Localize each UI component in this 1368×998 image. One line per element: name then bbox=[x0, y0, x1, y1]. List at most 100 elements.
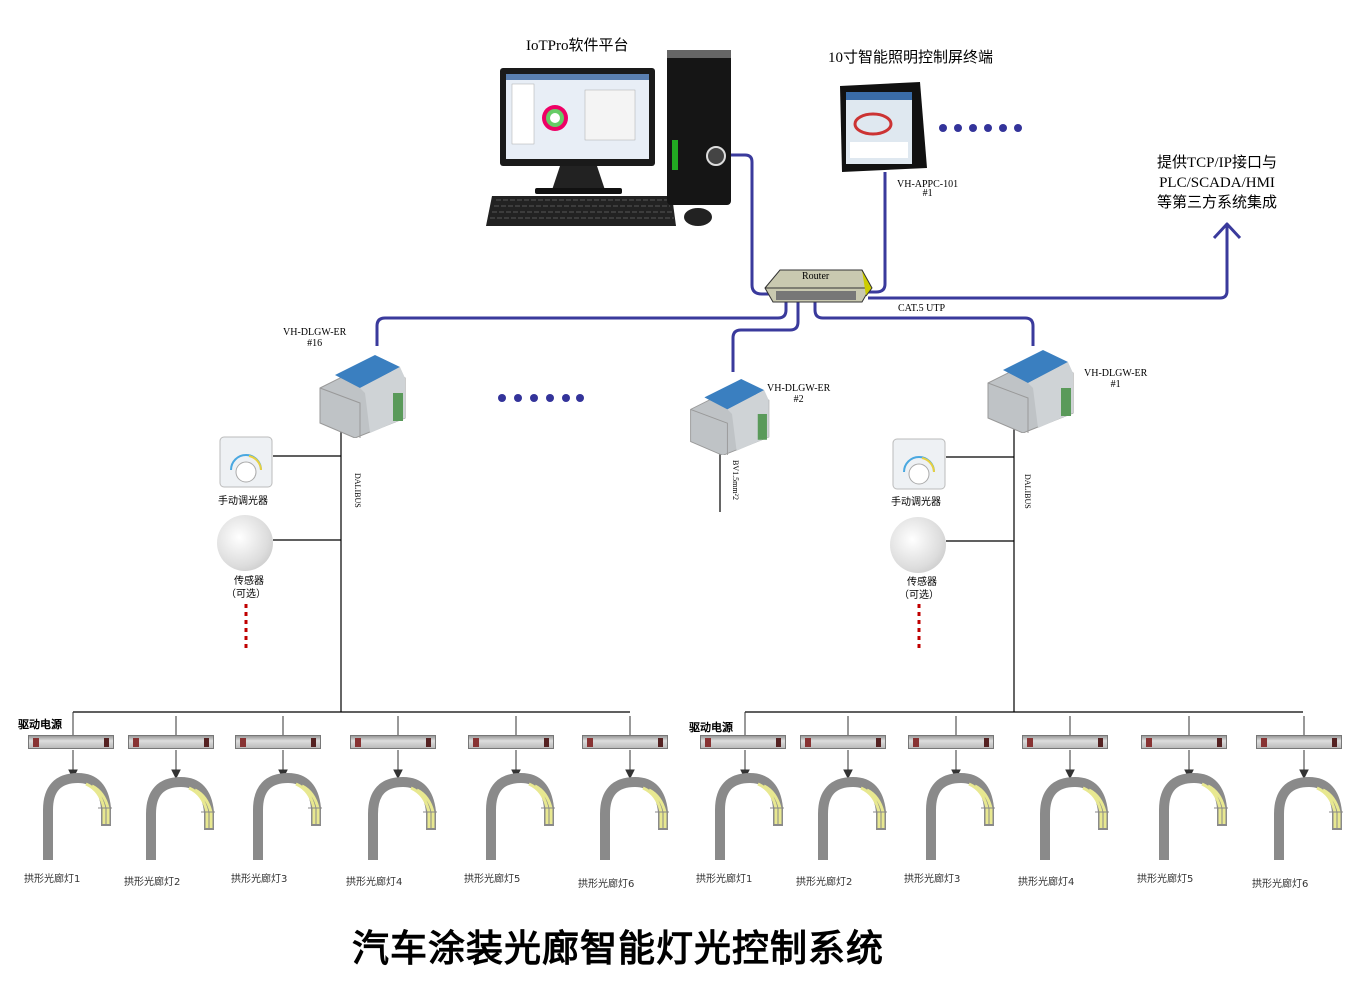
ellipsis-dots bbox=[498, 124, 1022, 402]
router-label: Router bbox=[802, 271, 830, 282]
software-label: IoTPro软件平台 bbox=[526, 38, 629, 54]
gateway-icon bbox=[987, 350, 1074, 434]
driver-power-supply[interactable] bbox=[350, 735, 436, 749]
sensor-right[interactable] bbox=[890, 517, 946, 573]
arch-lamp[interactable] bbox=[486, 772, 555, 860]
arrow-down-icon bbox=[843, 769, 853, 780]
driver-power-supply[interactable] bbox=[908, 735, 994, 749]
gateway-index: #2 bbox=[793, 394, 804, 405]
dimmer-icon bbox=[219, 436, 273, 488]
driver-power-supply[interactable] bbox=[800, 735, 886, 749]
router[interactable] bbox=[764, 269, 873, 303]
arch-lamp[interactable] bbox=[1159, 772, 1228, 860]
screen-terminal-label: 10寸智能照明控制屏终端 bbox=[828, 50, 994, 66]
driver-power-supply[interactable] bbox=[1256, 735, 1342, 749]
lamp-label: 拱形光廊灯3 bbox=[231, 874, 288, 885]
sensor-label: 传感器（可选） bbox=[899, 576, 939, 602]
driver-power-supply[interactable] bbox=[235, 735, 321, 749]
touch-panel bbox=[840, 82, 927, 172]
arrow-down-icon bbox=[1299, 769, 1309, 780]
gateway-model: VH-DLGW-ER bbox=[283, 327, 347, 338]
sensor-left[interactable] bbox=[217, 515, 273, 571]
dimmer-label: 手动调光器 bbox=[891, 497, 941, 508]
pc-tower bbox=[667, 50, 731, 205]
driver-power-supply[interactable] bbox=[1022, 735, 1108, 749]
integration-line: 提供TCP/IP接口与 bbox=[1156, 155, 1277, 171]
sensor-label: 传感器 （可选） bbox=[226, 575, 266, 601]
gateway-icon bbox=[319, 355, 406, 439]
dimmer-icon bbox=[892, 438, 946, 490]
arrow-down-icon bbox=[625, 769, 635, 780]
lamp-label: 拱形光廊灯5 bbox=[1137, 874, 1194, 885]
keyboard bbox=[486, 196, 676, 226]
panel-index: #1 bbox=[922, 188, 933, 199]
gateway-index: #1 bbox=[1110, 379, 1121, 390]
dimmer-left[interactable] bbox=[219, 436, 273, 488]
panel-label: VH-APPC-101 #1 bbox=[897, 179, 958, 199]
arch-lamp[interactable] bbox=[146, 776, 215, 860]
driver-power-supply[interactable] bbox=[700, 735, 786, 749]
arch-lamp[interactable] bbox=[600, 776, 669, 860]
arch-lamp[interactable] bbox=[1274, 776, 1343, 860]
driver-power-supply[interactable] bbox=[1141, 735, 1227, 749]
sensor-name: 传感器 bbox=[234, 576, 264, 587]
pc-monitor bbox=[500, 68, 655, 194]
lamp-label: 拱形光廊灯3 bbox=[904, 874, 961, 885]
gateway-model: VH-DLGW-ER bbox=[1084, 368, 1148, 379]
gateway-2[interactable] bbox=[686, 368, 778, 459]
arch-lamp[interactable] bbox=[715, 772, 784, 860]
lamp-label: 拱形光廊灯2 bbox=[796, 877, 853, 888]
gateway-1-label: VH-DLGW-ER#1 bbox=[1084, 368, 1147, 390]
arrow-down-icon bbox=[171, 769, 181, 780]
cable-label: CAT.5 UTP bbox=[898, 303, 946, 314]
arch-lamp[interactable] bbox=[368, 776, 437, 860]
gateway-icon bbox=[690, 379, 770, 456]
lamp-label: 拱形光廊灯4 bbox=[346, 877, 403, 888]
gw2-cable bbox=[731, 300, 800, 372]
lamp-label: 拱形光廊灯6 bbox=[1252, 879, 1309, 890]
gateway-2-label: VH-DLGW-ER#2 bbox=[767, 383, 830, 405]
gateway-1[interactable] bbox=[983, 338, 1083, 437]
dimmer-right[interactable] bbox=[892, 438, 946, 490]
gw1-cable bbox=[813, 300, 1035, 346]
driver-label: 驱动电源 bbox=[689, 721, 733, 734]
sensor-optional: （可选） bbox=[226, 589, 266, 600]
gateway-16[interactable] bbox=[315, 343, 415, 442]
arrow-down-icon bbox=[1065, 769, 1075, 780]
lamp-label: 拱形光廊灯5 bbox=[464, 874, 521, 885]
gateway-16-label: VH-DLGW-ER#16 bbox=[283, 327, 346, 349]
bus-label: DALIBUS bbox=[1023, 474, 1032, 509]
arch-lamp[interactable] bbox=[1040, 776, 1109, 860]
arrow-up-icon bbox=[1212, 222, 1242, 240]
lamp-label: 拱形光廊灯4 bbox=[1018, 877, 1075, 888]
driver-label: 驱动电源 bbox=[18, 718, 62, 731]
lamp-label: 拱形光廊灯6 bbox=[578, 879, 635, 890]
pc-cable bbox=[715, 153, 775, 296]
arrow-down-icon bbox=[393, 769, 403, 780]
integration-line: 等第三方系统集成 bbox=[1156, 195, 1277, 211]
lamp-label: 拱形光廊灯1 bbox=[24, 874, 81, 885]
driver-power-supply[interactable] bbox=[28, 735, 114, 749]
diagram-title: 汽车涂装光廊智能灯光控制系统 bbox=[352, 927, 884, 970]
optional-dots bbox=[244, 604, 921, 652]
gateway-index: #16 bbox=[307, 338, 323, 349]
wire-label: BV1.5mm²2 bbox=[731, 460, 740, 500]
lamp-label: 拱形光廊灯1 bbox=[696, 874, 753, 885]
sensor-optional: （可选） bbox=[899, 590, 939, 601]
gw16-cable bbox=[375, 300, 788, 346]
arch-lamp[interactable] bbox=[253, 772, 322, 860]
driver-power-supply[interactable] bbox=[468, 735, 554, 749]
arch-lamp[interactable] bbox=[818, 776, 887, 860]
driver-power-supply[interactable] bbox=[582, 735, 668, 749]
driver-power-supply[interactable] bbox=[128, 735, 214, 749]
integration-note: 提供TCP/IP接口与 PLC/SCADA/HMI 等第三方系统集成 bbox=[1147, 153, 1287, 213]
bus-label: DALIBUS bbox=[353, 473, 362, 508]
dimmer-label: 手动调光器 bbox=[218, 496, 268, 507]
lamp-label: 拱形光廊灯2 bbox=[124, 877, 181, 888]
mouse bbox=[684, 208, 712, 226]
arch-lamp[interactable] bbox=[926, 772, 995, 860]
panel-cable bbox=[860, 172, 887, 294]
third-party-cable bbox=[868, 226, 1229, 300]
arch-lamp[interactable] bbox=[43, 772, 112, 860]
